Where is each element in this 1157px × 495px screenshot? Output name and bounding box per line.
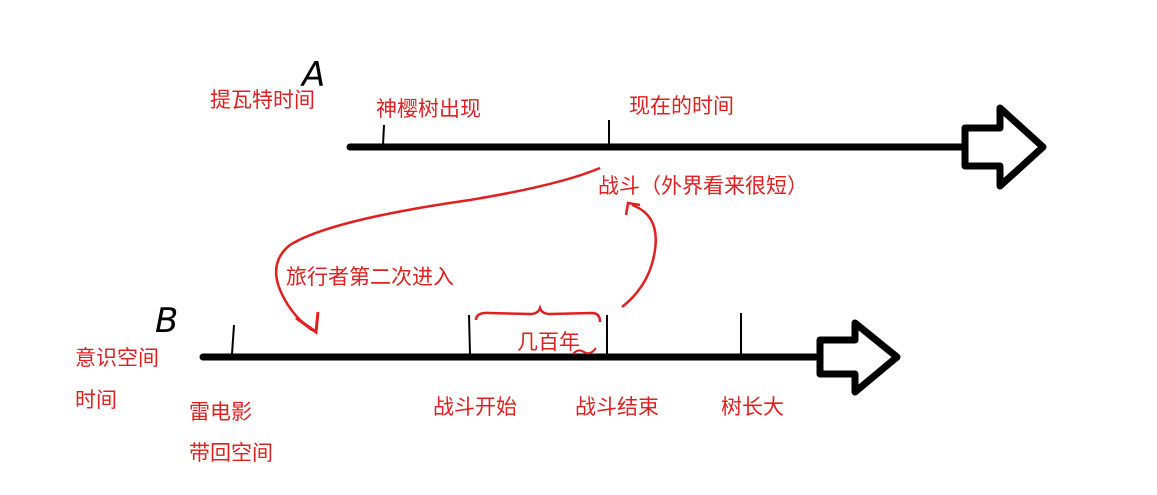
tick-b-3-label: 战斗结束 xyxy=(575,395,659,419)
enter-label: 旅行者第二次进入 xyxy=(286,265,454,289)
tick-b-1-label-line1: 雷电影 xyxy=(189,400,252,424)
timeline-a-name: 提瓦特时间 xyxy=(210,88,315,112)
timeline-b-arrow-icon xyxy=(816,319,901,396)
timeline-b-name-line2: 时间 xyxy=(75,388,117,412)
timeline-a-letter: A xyxy=(302,55,326,95)
enter-arrowhead-icon xyxy=(295,311,320,335)
tick-a-1-label: 神樱树出现 xyxy=(376,97,481,121)
battle-event-label: 战斗（外界看来很短） xyxy=(598,174,808,198)
squiggle-mark xyxy=(572,347,597,355)
tick-b-1 xyxy=(231,324,235,355)
tick-b-2 xyxy=(468,314,471,355)
enter-connector xyxy=(274,166,601,332)
span-brace xyxy=(474,304,602,323)
return-connector xyxy=(621,203,657,308)
tick-b-2-label: 战斗开始 xyxy=(433,395,517,419)
span-label: 几百年 xyxy=(517,330,580,354)
timeline-b-letter: B xyxy=(155,301,179,341)
timeline-a-arrow-icon xyxy=(961,104,1047,190)
timeline-b-name-line1: 意识空间 xyxy=(75,346,159,370)
tick-b-1-label-line2: 带回空间 xyxy=(189,441,273,465)
tick-a-1 xyxy=(382,124,385,146)
return-arrowhead-icon xyxy=(624,201,641,216)
tick-b-4-label: 树长大 xyxy=(721,395,784,419)
tick-a-2-label: 现在的时间 xyxy=(629,94,734,118)
